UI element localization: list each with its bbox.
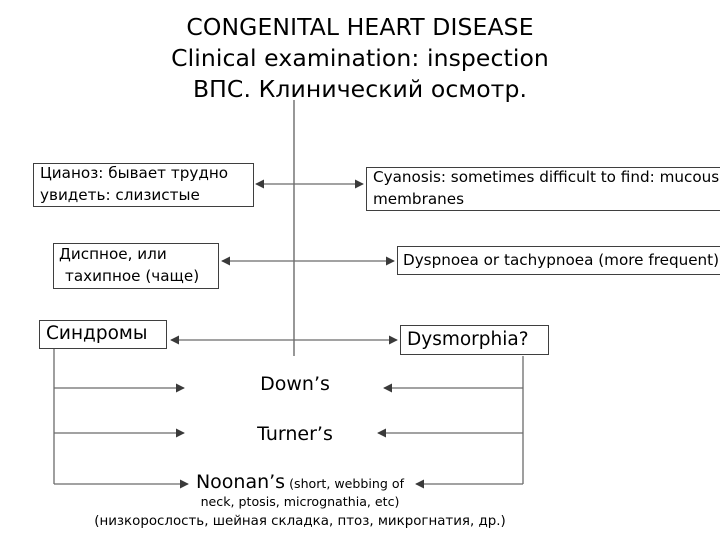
title-line-2: Clinical examination: inspection bbox=[171, 44, 549, 73]
syndrome-label-downs: Down’s bbox=[260, 373, 330, 395]
syndrome-label-noonan-group: Noonan’s (short, webbing of neck, ptosis… bbox=[60, 471, 540, 533]
syndrome-label-turners: Turner’s bbox=[257, 423, 333, 445]
box-syndromes-russian-label: Синдромы bbox=[46, 323, 148, 345]
noonan-detail-en-part-1: (short, webbing of bbox=[285, 476, 405, 491]
slide-title: CONGENITAL HEART DISEASE Clinical examin… bbox=[0, 12, 720, 105]
box-dyspnoea-russian-line-2: тахипное (чаще) bbox=[65, 267, 200, 285]
box-cyanosis-russian-line-1: Цианоз: бывает трудно bbox=[40, 164, 229, 183]
box-cyanosis-russian-line-2: увидеть: слизистые bbox=[40, 186, 200, 204]
noonan-line-1: Noonan’s (short, webbing of bbox=[60, 471, 540, 493]
box-cyanosis-english-line-1: Cyanosis: sometimes difficult to find: m… bbox=[373, 168, 720, 187]
box-dysmorphia-english-label: Dysmorphia? bbox=[407, 328, 529, 350]
box-dysmorphia-english: Dysmorphia? bbox=[400, 325, 549, 355]
syndrome-label-noonan: Noonan’s bbox=[195, 471, 286, 493]
box-cyanosis-english: Cyanosis: sometimes difficult to find: m… bbox=[366, 167, 720, 211]
noonan-detail-russian: (низкорослость, шейная складка, птоз, ми… bbox=[94, 513, 506, 529]
box-dyspnoea-russian: Диспное, или тахипное (чаще) bbox=[53, 243, 219, 289]
noonan-detail-en-part-2: neck, ptosis, micrognathia, etc) bbox=[200, 494, 400, 509]
box-dyspnoea-english-line-1: Dyspnoea or tachypnoea (more frequent) bbox=[403, 250, 720, 269]
title-line-1: CONGENITAL HEART DISEASE bbox=[186, 13, 534, 41]
box-cyanosis-russian: Цианоз: бывает трудно увидеть: слизистые bbox=[33, 163, 254, 207]
box-dyspnoea-russian-line-1: Диспное, или bbox=[59, 245, 167, 264]
box-syndromes-russian: Синдромы bbox=[39, 320, 167, 349]
box-cyanosis-english-line-2: membranes bbox=[373, 190, 465, 208]
box-dyspnoea-english: Dyspnoea or tachypnoea (more frequent) bbox=[397, 246, 720, 275]
title-line-3: ВПС. Клинический осмотр. bbox=[192, 75, 528, 104]
